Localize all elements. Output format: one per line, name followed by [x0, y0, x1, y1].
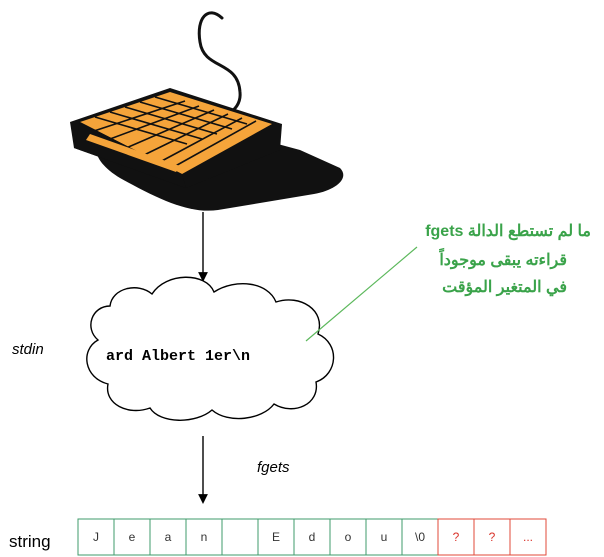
string-cell: a	[149, 518, 187, 556]
string-cell-char: n	[201, 530, 208, 544]
stdin-buffer-cloud	[86, 276, 335, 421]
string-cell-box	[185, 518, 223, 556]
string-cell-char: ...	[523, 530, 533, 544]
string-cell: d	[293, 518, 331, 556]
string-cell: n	[185, 518, 223, 556]
string-cell: u	[365, 518, 403, 556]
fgets-label: fgets	[257, 459, 290, 476]
string-cell-box	[257, 518, 295, 556]
string-cell-char: J	[93, 530, 99, 544]
string-cell-char: ?	[489, 530, 496, 544]
string-label: string	[9, 532, 51, 551]
string-cell-box	[437, 518, 475, 556]
string-cell-char: ?	[453, 530, 460, 544]
string-cell-char: a	[165, 530, 172, 544]
string-cell-box	[293, 518, 331, 556]
string-cell-box	[365, 518, 403, 556]
string-cell: E	[257, 518, 295, 556]
string-cell-box	[329, 518, 367, 556]
string-cell-char: o	[345, 530, 352, 544]
note-line-1: ما لم تستطع الدالة fgets	[425, 223, 591, 241]
string-cell: ?	[437, 518, 475, 556]
note-line-2: قراءته يبقى موجوداً	[439, 247, 567, 270]
string-cell-box	[113, 518, 151, 556]
fgets-remainder-note: ما لم تستطع الدالة fgets قراءته يبقى موج…	[425, 223, 591, 297]
string-cell: J	[77, 518, 115, 556]
note-leader-line	[305, 246, 418, 342]
string-cell: ...	[509, 518, 547, 556]
string-cell-char: u	[381, 530, 388, 544]
string-cell: e	[113, 518, 151, 556]
string-cell-char: \0	[415, 530, 425, 544]
stdin-label: stdin	[12, 341, 44, 358]
string-cell-char: d	[309, 530, 316, 544]
note-line-3: في المتغير المؤقت	[442, 279, 567, 297]
string-cell-box	[401, 518, 439, 556]
string-cell-char: e	[129, 530, 136, 544]
string-cell-box	[509, 518, 547, 556]
stdin-buffer-content: ard Albert 1er\n	[106, 348, 250, 365]
string-cell	[221, 518, 259, 556]
string-cell: o	[329, 518, 367, 556]
string-cell-box	[77, 518, 115, 556]
string-cell-box	[221, 518, 259, 556]
string-cell: ?	[473, 518, 511, 556]
keyboard-icon	[70, 11, 344, 211]
string-cell-box	[473, 518, 511, 556]
string-cell-char: E	[272, 530, 280, 544]
string-cell: \0	[401, 518, 439, 556]
